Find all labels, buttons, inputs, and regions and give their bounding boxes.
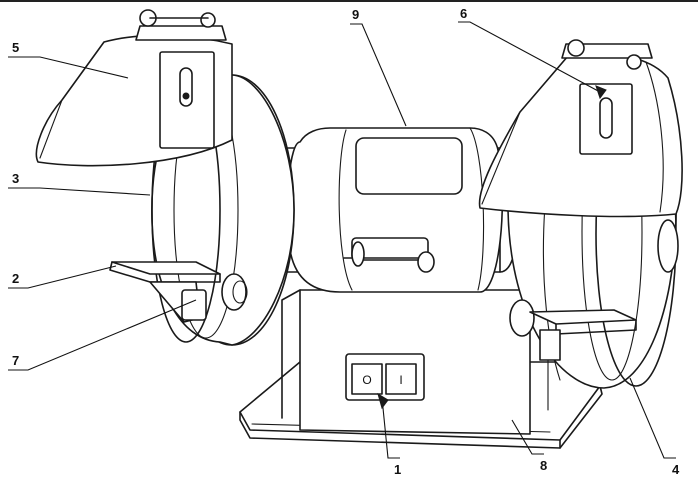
left-tool-rest (109, 261, 221, 323)
off-symbol: O (362, 373, 371, 387)
right-eye-shield (478, 39, 683, 218)
on-button (385, 363, 417, 395)
callout-1: 1 (394, 462, 401, 477)
power-switch: O I (345, 353, 425, 401)
callout-leaders (8, 21, 676, 459)
callout-2: 2 (12, 271, 19, 286)
off-button (351, 363, 383, 395)
callout-labels: 5 3 2 7 9 6 1 8 4 (12, 6, 680, 477)
callout-7: 7 (12, 353, 19, 368)
callout-3: 3 (12, 171, 19, 186)
callout-9: 9 (352, 7, 359, 22)
left-eye-shield (35, 9, 233, 167)
callout-4: 4 (672, 462, 680, 477)
on-symbol: I (399, 373, 402, 387)
callout-8: 8 (540, 458, 547, 473)
callout-6: 6 (460, 6, 467, 21)
callout-5: 5 (12, 40, 19, 55)
right-tool-rest (529, 309, 637, 361)
